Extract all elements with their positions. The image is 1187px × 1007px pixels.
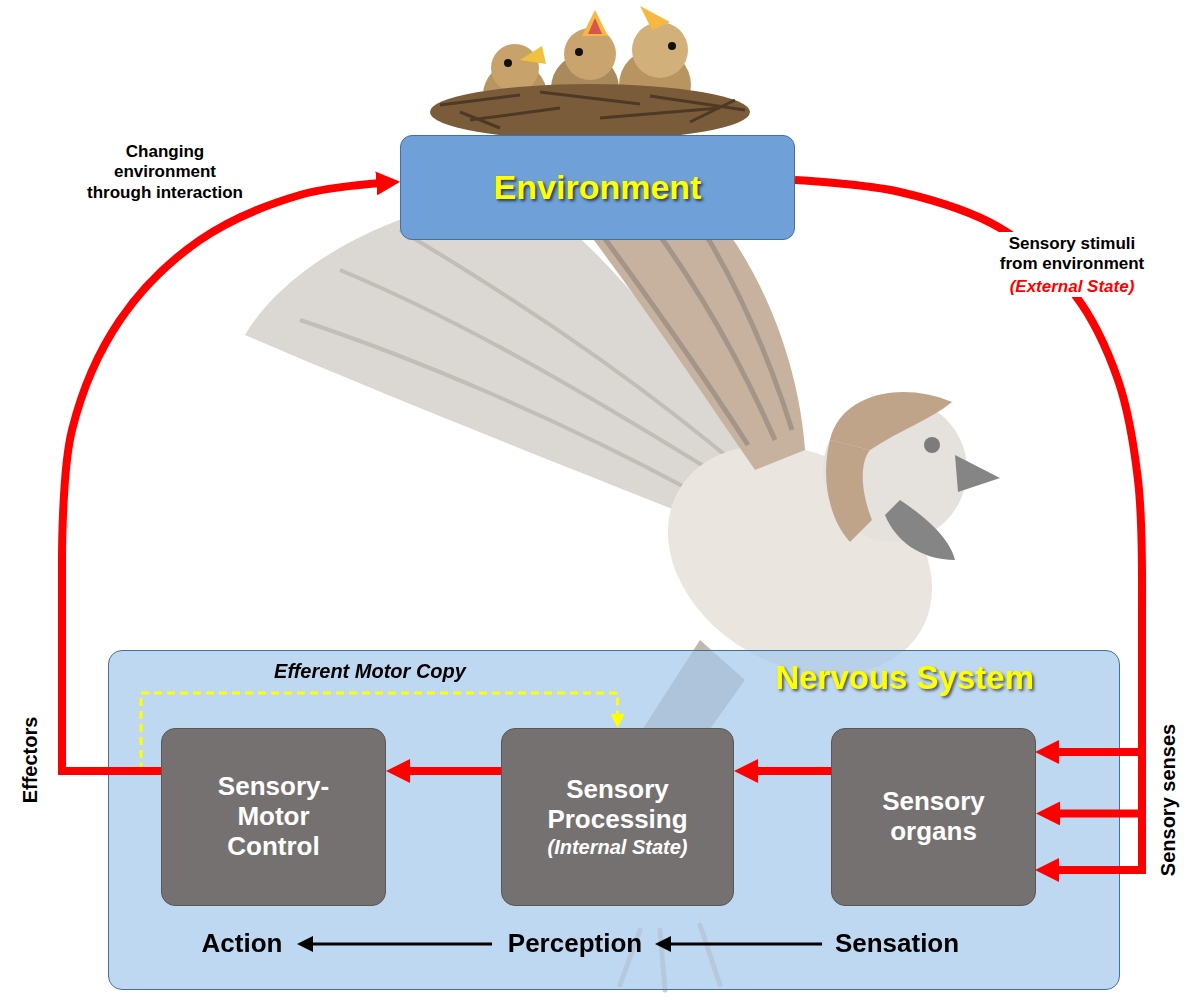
stage-label: Perception	[490, 928, 660, 959]
box-title: Sensory Processing	[515, 775, 720, 835]
input-arrow	[1057, 748, 1142, 756]
wing-stripe	[600, 222, 792, 445]
environment-box: Environment	[400, 135, 795, 240]
process-box: Sensory-Motor Control	[161, 728, 386, 906]
chick-eye	[668, 42, 676, 50]
chick-beak	[520, 46, 546, 64]
chick-head	[491, 44, 539, 92]
box-title: Sensory organs	[859, 787, 1009, 847]
bird-bib	[885, 500, 955, 560]
arc-label: Sensory stimuli from environment	[992, 232, 1152, 277]
bird-eye	[924, 437, 940, 453]
arc-label: Changing environment through interaction	[80, 140, 250, 205]
chick-beak	[582, 10, 608, 36]
chick-mouth	[588, 18, 602, 34]
flow-arrow	[408, 767, 501, 775]
title-holder: Nervous System	[775, 659, 1034, 697]
connector-label: Efferent Motor Copy	[260, 660, 480, 683]
head-nape	[826, 440, 872, 542]
state-label: (External State)	[992, 277, 1152, 297]
nest-twigs	[440, 92, 745, 128]
stage-label: Sensation	[817, 928, 977, 959]
chick-eye	[575, 48, 583, 56]
flow-arrow	[756, 767, 831, 775]
nest	[430, 84, 750, 140]
chick-beak	[640, 6, 670, 30]
box-title: Sensory-Motor Control	[199, 772, 349, 862]
side-label: Effectors	[19, 714, 42, 807]
process-box: Sensory Processing(Internal State)	[501, 728, 734, 906]
process-box: Sensory organs	[831, 728, 1036, 906]
chick-eye	[504, 59, 512, 67]
box-title: Nervous System	[775, 659, 1034, 697]
nest-illustration	[430, 6, 750, 140]
side-label: Sensory senses	[1157, 721, 1180, 879]
stage-arrow	[312, 943, 492, 946]
stage-label: Action	[172, 928, 312, 959]
box-subtitle: (Internal State)	[547, 835, 687, 859]
bird-beak	[955, 455, 1000, 492]
stage-arrow	[670, 943, 822, 946]
box-title: Environment	[494, 168, 702, 207]
chick-head	[632, 22, 688, 78]
